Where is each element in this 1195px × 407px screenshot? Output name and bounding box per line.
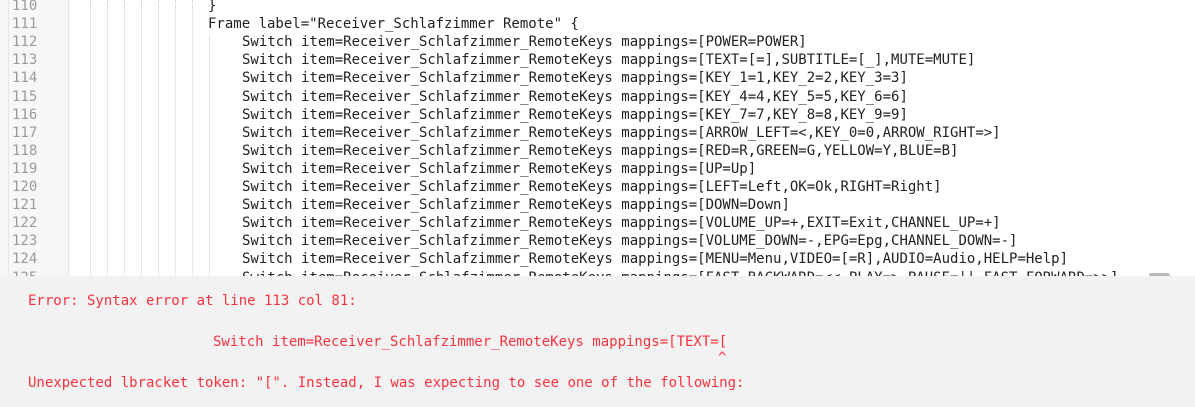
line-number: 122 [12,215,38,232]
code-text[interactable]: Switch item=Receiver_Schlafzimmer_Remote… [242,52,976,69]
line-number: 114 [12,70,38,87]
code-text[interactable]: } [208,0,217,14]
scrollbar-thumb[interactable] [1149,273,1170,276]
line-number: 125 [12,269,52,277]
code-text[interactable]: Switch item=Receiver_Schlafzimmer_Remote… [242,197,790,214]
code-text[interactable]: Switch item=Receiver_Schlafzimmer_Remote… [242,160,757,177]
code-text[interactable]: Switch item=Receiver_Schlafzimmer_Remote… [242,70,908,87]
error-message: Unexpected lbracket token: "[". Instead,… [28,375,745,391]
error-source-line: Switch item=Receiver_Schlafzimmer_Remote… [213,334,728,350]
code-text[interactable]: Switch item=Receiver_Schlafzimmer_Remote… [242,142,959,159]
line-number: 120 [12,179,38,195]
line-number: 124 [12,251,38,268]
error-caret: ^ [718,350,727,366]
code-text[interactable]: Switch item=Receiver_Schlafzimmer_Remote… [242,179,942,195]
indent-guide [192,0,193,276]
indent-guide [107,0,108,276]
line-number: 121 [12,197,38,214]
indent-guide [90,0,91,276]
indent-guide [175,0,176,276]
code-text[interactable]: Switch item=Receiver_Schlafzimmer_Remote… [242,88,908,105]
indent-guide [141,0,142,276]
line-number-gutter [0,0,69,276]
indent-guide [158,0,159,276]
code-text[interactable]: Switch item=Receiver_Schlafzimmer_Remote… [242,269,1119,277]
indent-guide [209,36,210,276]
code-text[interactable]: Switch item=Receiver_Schlafzimmer_Remote… [242,124,1001,141]
line-number: 118 [12,142,38,159]
error-title: Error: Syntax error at line 113 col 81: [28,293,357,309]
error-panel: Error: Syntax error at line 113 col 81: … [0,276,1195,407]
line-number: 112 [12,34,38,51]
code-text[interactable]: Switch item=Receiver_Schlafzimmer_Remote… [242,233,1018,250]
indent-guide [124,0,125,276]
line-number: 113 [12,52,38,69]
gutter-edge [8,0,9,276]
line-number: 111 [12,16,38,33]
line-number: 117 [12,124,38,141]
code-text[interactable]: Switch item=Receiver_Schlafzimmer_Remote… [242,34,807,51]
code-text[interactable]: Switch item=Receiver_Schlafzimmer_Remote… [242,215,1001,232]
code-text[interactable]: Switch item=Receiver_Schlafzimmer_Remote… [242,106,908,123]
line-number: 123 [12,233,38,250]
code-text[interactable]: Switch item=Receiver_Schlafzimmer_Remote… [242,251,1069,268]
line-number: 110 [12,0,38,14]
code-text[interactable]: Frame label="Receiver_Schlafzimmer Remot… [208,16,579,33]
line-number: 119 [12,160,38,177]
code-editor[interactable]: 110} 111 Frame label="Receiver_Schlafzimme… [0,0,1195,276]
line-number: 116 [12,106,38,123]
line-number: 115 [12,88,38,105]
